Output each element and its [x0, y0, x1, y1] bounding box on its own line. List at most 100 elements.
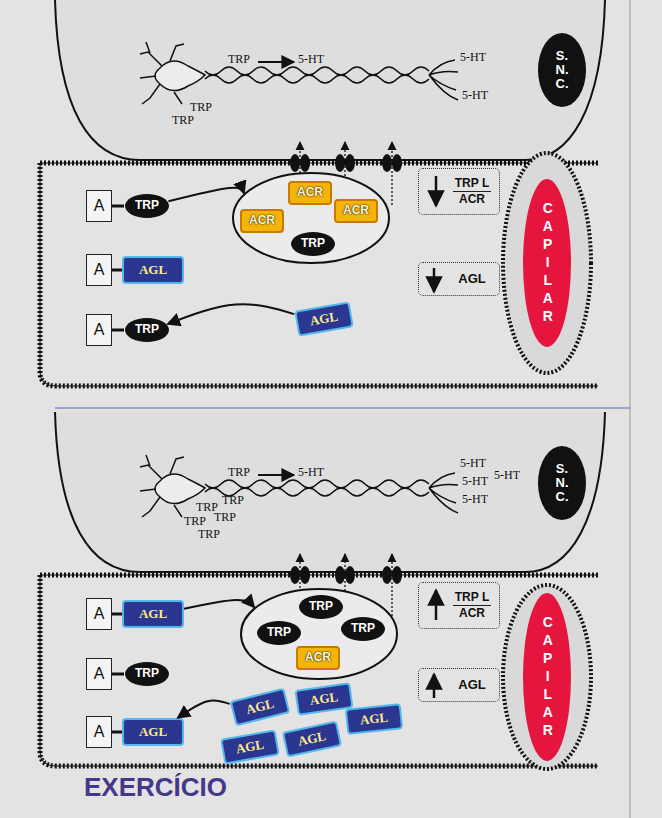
binding-line [112, 673, 124, 676]
node-text: A [94, 605, 105, 623]
transport-arrow [178, 701, 230, 718]
node-text: ACR [305, 651, 331, 664]
panel-separator [55, 407, 630, 408]
transporter [335, 566, 345, 584]
neuron-body [155, 474, 205, 504]
free-fatty-acid-box: AGL [282, 720, 342, 757]
fatty-acid-box: AGL [122, 718, 184, 746]
ratio-box: TRP LACR [418, 168, 500, 215]
neuron-label: 5-HT [298, 465, 324, 480]
tryptophan-ellipse: TRP [256, 620, 302, 646]
transport-line [391, 142, 392, 205]
neuron-label: TRP [228, 465, 250, 480]
axon [205, 67, 429, 75]
shape-fill [257, 621, 301, 645]
binding-line [112, 329, 124, 332]
decrease-arrow [433, 268, 436, 292]
albumin-box: A [86, 716, 112, 748]
node-text: AGL [245, 697, 276, 718]
acr-box: ACR [288, 181, 332, 205]
node-text: S. N. C. [551, 49, 573, 92]
node-text: TRP L [453, 176, 491, 192]
node-text: TRP [267, 626, 291, 639]
binding-oval: TRP TRP TRP ACR [240, 588, 398, 680]
tryptophan-ellipse: TRP [298, 594, 344, 620]
transport-arrow [168, 188, 244, 202]
neuron-label: 5-HT [494, 468, 520, 483]
transport-line [391, 554, 392, 620]
cns-oval: S. N. C. [537, 445, 587, 521]
neuron-label: 5-HT [298, 52, 324, 67]
node-text: ACR [343, 204, 369, 217]
binding-line [112, 613, 122, 616]
node-text: TRP [135, 667, 159, 680]
albumin-box: A [86, 314, 112, 346]
neuron-label: 5-HT [460, 456, 486, 471]
transport-arrow [167, 304, 294, 324]
transporter [300, 154, 310, 172]
node-text: AGL [139, 607, 167, 621]
node-text: TRP [309, 600, 333, 613]
shape-fill [341, 617, 385, 641]
dendrites [140, 42, 184, 104]
node-text: AGL [309, 690, 339, 708]
shape-fill [125, 194, 169, 218]
node-text: AGL [235, 738, 265, 757]
transporter [345, 154, 355, 172]
acr-box: ACR [296, 646, 340, 670]
node-text: ACR [297, 186, 323, 199]
node-text: CAPILAR [539, 614, 554, 740]
transporter [392, 154, 402, 172]
cns-oval: S. N. C. [537, 32, 587, 108]
neuron-label: TRP [190, 100, 212, 115]
tryptophan-ellipse: TRP [290, 231, 336, 257]
capillary-oval: CAPILAR [522, 178, 572, 348]
neuron-label: 5-HT [460, 50, 486, 65]
neuron-label: TRP [172, 113, 194, 128]
axon [205, 480, 429, 488]
level-box: AGL [418, 262, 500, 296]
neuron-label: TRP [214, 510, 236, 525]
neuron-label: TRP [228, 52, 250, 67]
node-text: TRP [135, 323, 159, 336]
albumin-box: A [86, 190, 112, 222]
node-text: AGL [139, 263, 167, 277]
binding-oval: ACRACRACRTRP [232, 172, 390, 264]
neuron-label: 5-HT [462, 474, 488, 489]
free-fatty-acid-box: AGL [345, 703, 403, 735]
neuron [140, 455, 458, 517]
node-text: AGL [458, 272, 485, 286]
node-text: S. N. C. [551, 462, 573, 505]
shape-fill [125, 662, 169, 686]
node-text: TRP [301, 237, 325, 250]
axon-terminal [429, 473, 458, 513]
increase-arrow [435, 590, 438, 620]
node-text: TRP L [453, 590, 491, 606]
albumin-box: A [86, 598, 112, 630]
panel-title: EXERCÍCIO [84, 772, 227, 803]
shape-fill [233, 173, 389, 263]
neuron-label: TRP [184, 514, 206, 529]
transporter [290, 566, 300, 584]
axon-terminal [429, 60, 458, 100]
node-text: AGL [359, 710, 389, 727]
binding-line [112, 731, 122, 734]
shape-fill [523, 593, 571, 761]
albumin-box: A [86, 254, 112, 286]
brain-region [55, 0, 605, 160]
transporter [382, 154, 392, 172]
frame-line [630, 0, 631, 818]
shape-fill [523, 179, 571, 347]
node-text: ACR [457, 606, 487, 621]
conversion-arrow [258, 474, 294, 476]
node-text: CAPILAR [539, 200, 554, 326]
neuron [140, 42, 458, 104]
fatty-acid-box: AGL [122, 256, 184, 284]
axon [205, 75, 429, 83]
capillary-wall [503, 585, 591, 769]
neuron-label: TRP [222, 493, 244, 508]
node-text: TRP [351, 622, 375, 635]
